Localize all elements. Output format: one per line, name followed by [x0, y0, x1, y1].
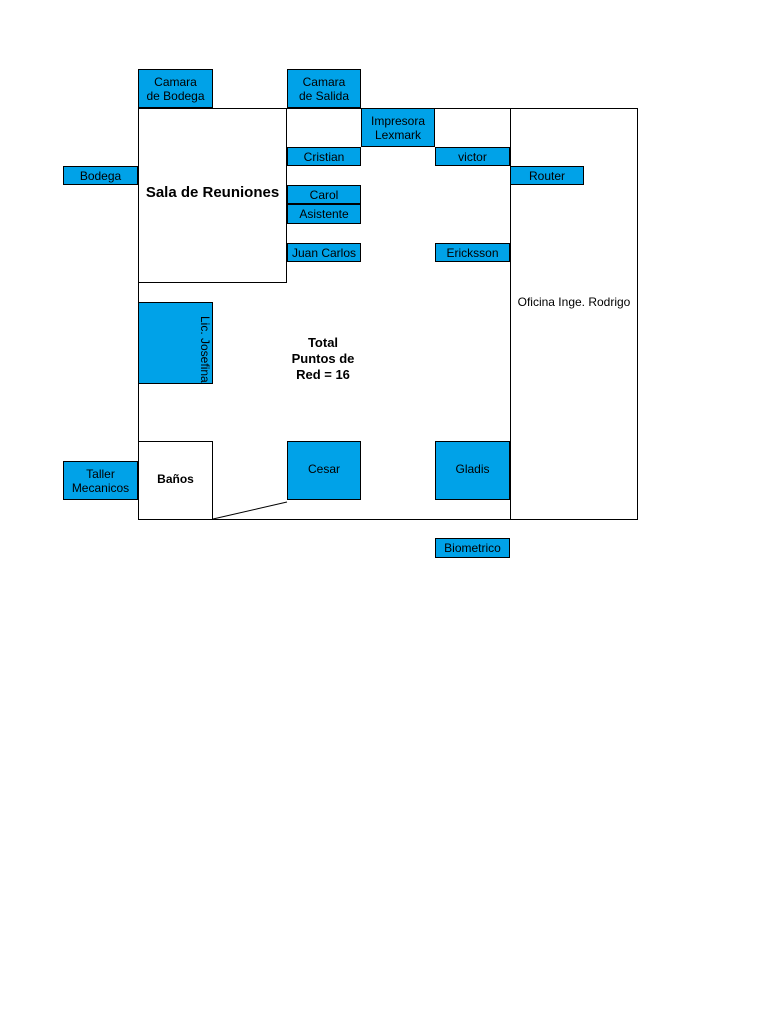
point-bodega: Bodega: [63, 166, 138, 185]
office-label: Oficina Inge. Rodrigo: [517, 295, 631, 309]
point-impresora-lexmark: Impresora Lexmark: [361, 108, 435, 147]
point-cesar: Cesar: [287, 441, 361, 500]
point-gladis: Gladis: [435, 441, 510, 500]
bathroom-label: Baños: [157, 472, 194, 486]
meeting-room: [138, 108, 287, 283]
point-ericksson: Ericksson: [435, 243, 510, 262]
point-asistente: Asistente: [287, 204, 361, 224]
point-juan-carlos: Juan Carlos: [287, 243, 361, 262]
point-taller-mecanicos: Taller Mecanicos: [63, 461, 138, 500]
point-biometrico: Biometrico: [435, 538, 510, 558]
point-camara-bodega: Camara de Bodega: [138, 69, 213, 108]
bathroom-room: [138, 441, 213, 520]
point-cristian: Cristian: [287, 147, 361, 166]
point-camara-salida: Camara de Salida: [287, 69, 361, 108]
meeting-room-label: Sala de Reuniones: [145, 184, 280, 201]
point-victor: victor: [435, 147, 510, 166]
point-carol: Carol: [287, 185, 361, 204]
total-network-points: Total Puntos de Red = 16: [291, 335, 355, 382]
point-lic-josefina: Lic. Josefina: [138, 302, 213, 384]
point-router: Router: [510, 166, 584, 185]
